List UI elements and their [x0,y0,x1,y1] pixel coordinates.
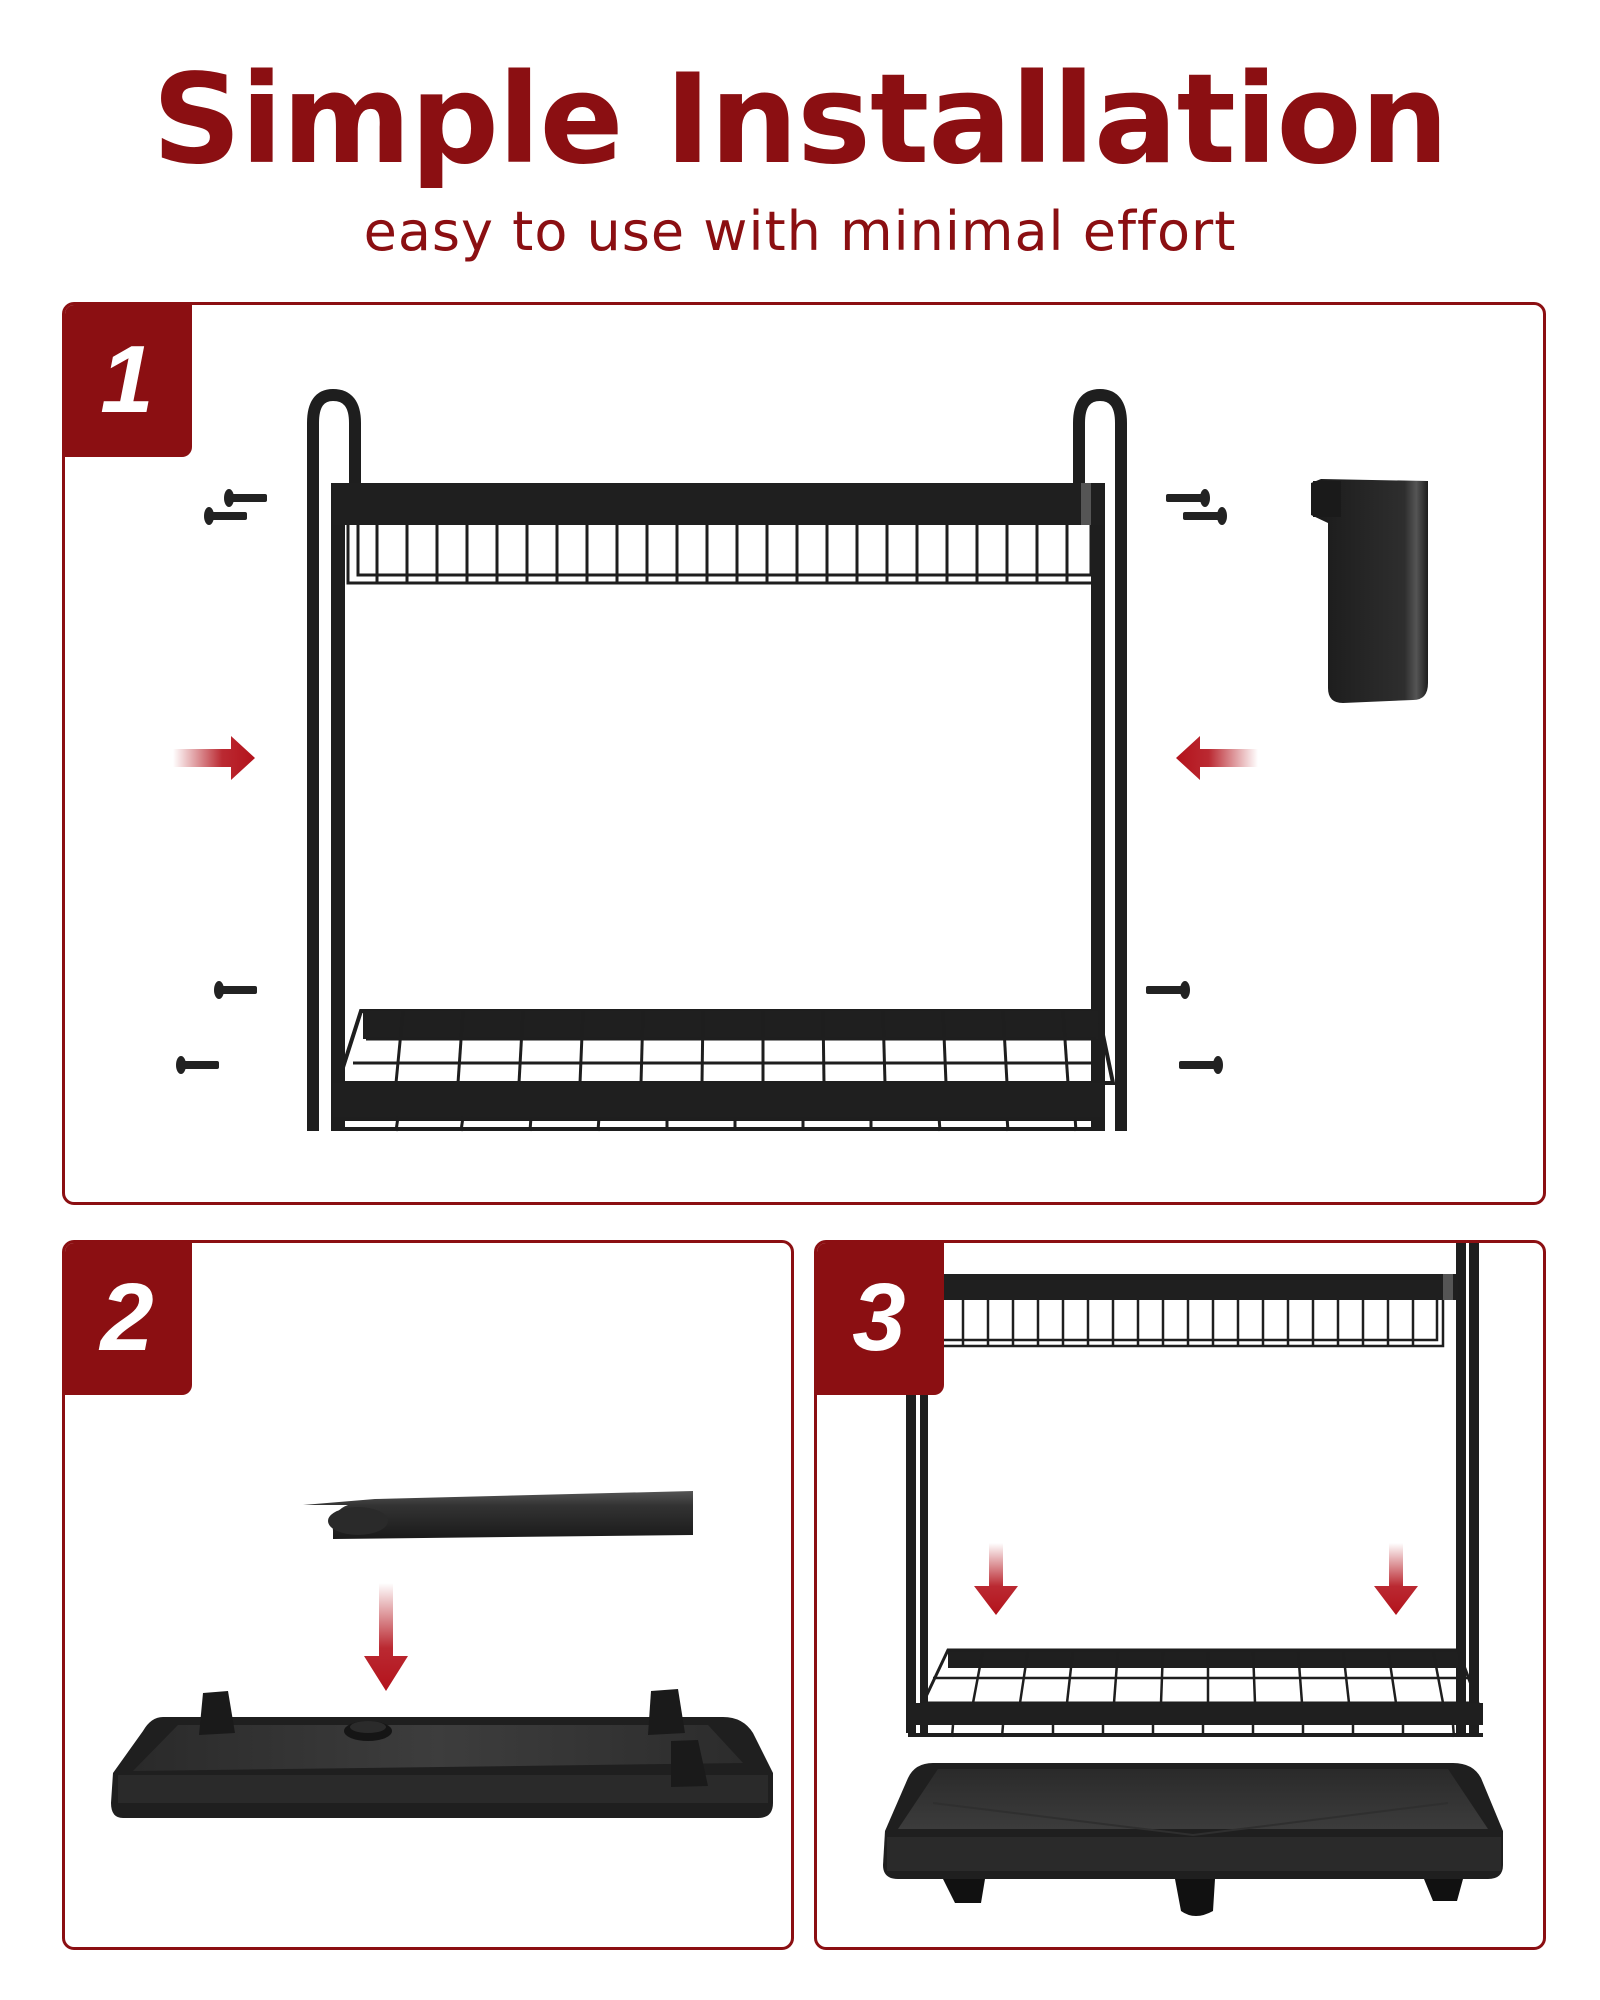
arrow-down-icon [364,1583,408,1691]
step-1-badge: 1 [65,305,192,457]
step-3-panel: 3 [814,1240,1546,1950]
arrow-right-icon [173,736,255,780]
arrow-down-icon [974,1543,1018,1615]
page-subtitle: easy to use with minimal effort [363,200,1237,263]
step-2-panel: 2 [62,1240,794,1950]
drain-spout-icon [303,1491,693,1539]
step-2-illustration [111,1491,773,1818]
drip-tray-icon [883,1763,1503,1916]
step-3-badge: 3 [817,1243,944,1395]
step-3-illustration [883,1243,1503,1916]
step-1-illustration [173,388,1428,1132]
step-1-panel: 1 [62,302,1546,1205]
screw-icon [176,489,1227,1074]
drip-tray-icon [111,1689,773,1818]
step-2-badge: 2 [65,1243,192,1395]
page-title: Simple Installation [152,48,1449,192]
arrow-down-icon [1374,1543,1418,1615]
two-tier-rack-icon [307,388,1127,1132]
two-tier-rack-icon [906,1243,1483,1738]
utensil-holder-icon [1311,479,1428,703]
arrow-left-icon [1176,736,1258,780]
